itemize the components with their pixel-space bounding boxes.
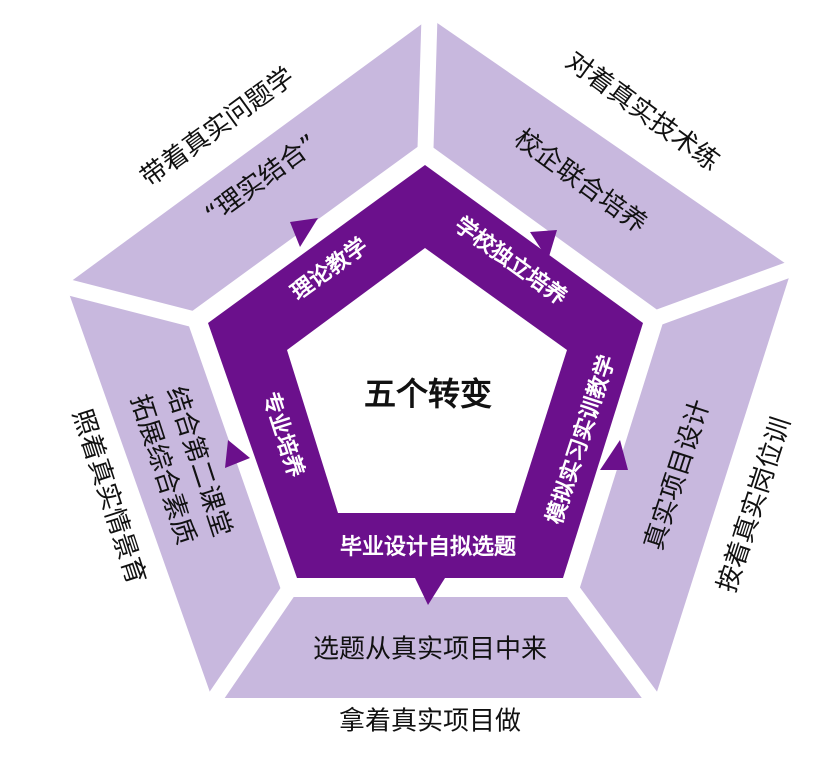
arrow-top-right — [530, 230, 557, 260]
center-title: 五个转变 — [364, 375, 492, 413]
arrow-top-left — [290, 218, 318, 247]
arrow-bottom — [415, 578, 445, 605]
caption-bottom: 拿着真实项目做 — [339, 707, 521, 737]
outer-label-bottom: 选题从真实项目中来 — [313, 635, 547, 665]
arrow-notches — [225, 218, 628, 605]
segment-gaps — [46, 0, 813, 725]
inner-label-bottom: 毕业设计自拟选题 — [340, 534, 517, 560]
center-pentagon — [287, 248, 567, 513]
arrow-right — [600, 440, 628, 470]
arrow-left — [225, 440, 250, 468]
